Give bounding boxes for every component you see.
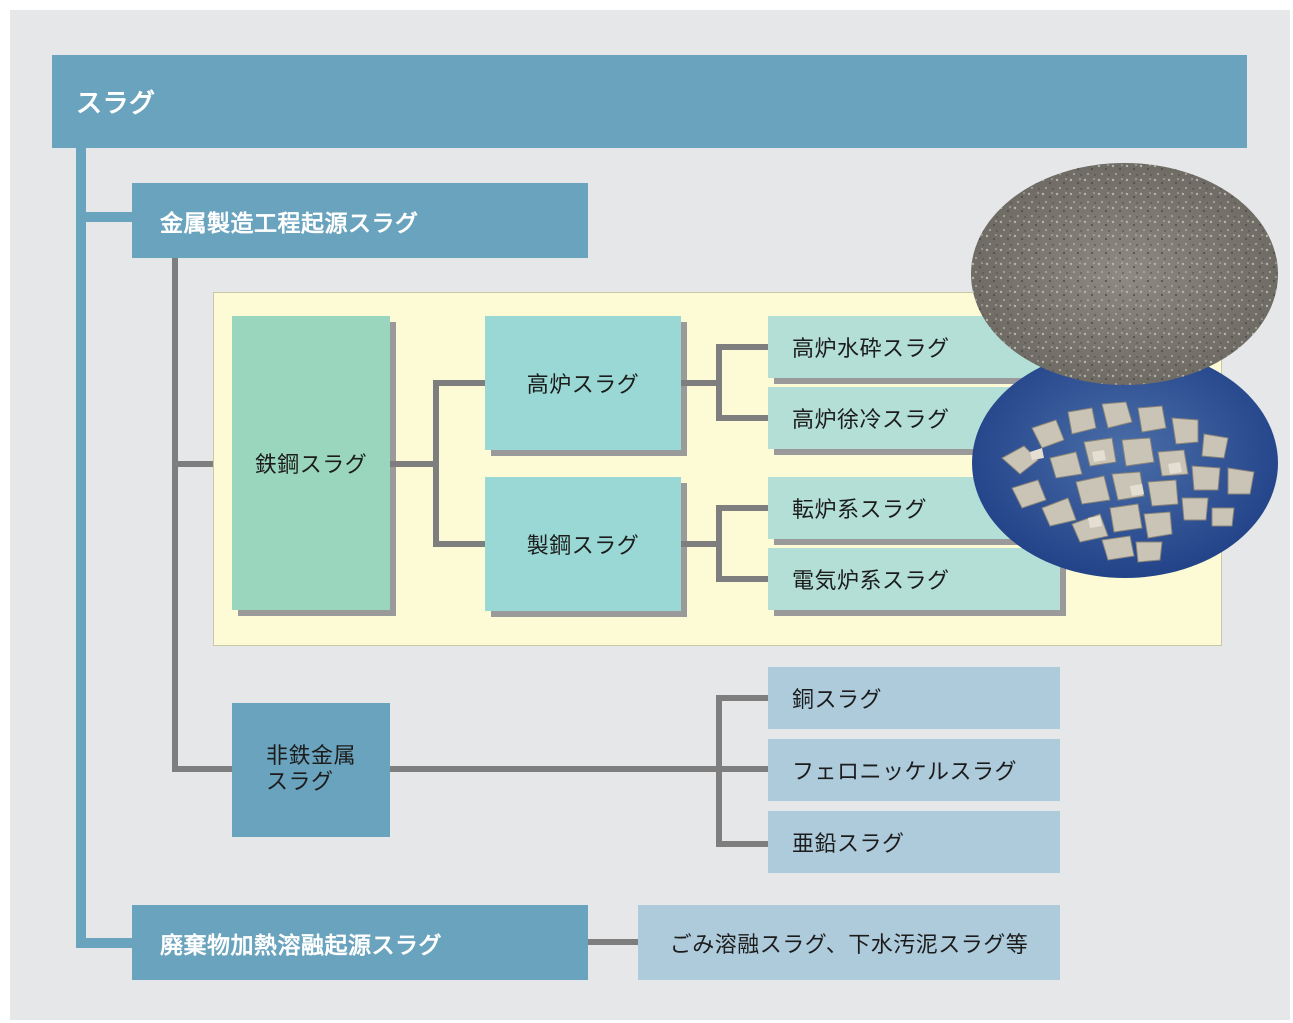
- converter-label: 転炉系スラグ: [792, 498, 928, 523]
- to-electric-furnace: [716, 576, 768, 582]
- nonferrous-out: [390, 766, 720, 772]
- trunk-branch-waste: [76, 938, 132, 948]
- steelmaking-label: 製鋼スラグ: [526, 534, 640, 559]
- root-header: スラグ: [52, 55, 1247, 148]
- to-converter: [716, 505, 768, 511]
- nonferrous-box: 非鉄金属 スラグ: [232, 703, 390, 837]
- metal-spine: [172, 258, 178, 772]
- electric-furnace-label: 電気炉系スラグ: [792, 569, 950, 594]
- sm-leaf-spine: [716, 505, 722, 582]
- bf-out: [681, 380, 719, 386]
- to-blast-furnace: [433, 380, 485, 386]
- zinc-label: 亜鉛スラグ: [792, 832, 905, 857]
- to-ferronickel: [716, 766, 768, 772]
- to-steelmaking: [433, 541, 485, 547]
- mid-spine: [433, 380, 439, 547]
- steelmaking-box: 製鋼スラグ: [485, 477, 681, 611]
- trunk-line: [76, 148, 86, 948]
- copper-box: 銅スラグ: [768, 667, 1060, 729]
- electric-furnace-box: 電気炉系スラグ: [768, 548, 1060, 610]
- zinc-box: 亜鉛スラグ: [768, 811, 1060, 873]
- bf-air-cooled-label: 高炉徐冷スラグ: [792, 408, 950, 433]
- air-cooled-slag-photo: [972, 348, 1278, 578]
- root-label: スラグ: [76, 89, 156, 119]
- ferronickel-box: フェロニッケルスラグ: [768, 739, 1060, 801]
- steel-to-mid: [390, 461, 436, 467]
- ferronickel-label: フェロニッケルスラグ: [792, 760, 1018, 785]
- waste-origin-label: 廃棄物加熱溶融起源スラグ: [160, 932, 442, 959]
- bf-granulated-label: 高炉水砕スラグ: [792, 337, 950, 362]
- metal-to-steel: [172, 461, 232, 467]
- metal-origin-header: 金属製造工程起源スラグ: [132, 183, 588, 258]
- metal-to-nonferrous: [172, 766, 232, 772]
- granulated-slag-photo: [971, 163, 1278, 385]
- bf-leaf-spine: [716, 344, 722, 421]
- waste-origin-header: 廃棄物加熱溶融起源スラグ: [132, 905, 588, 980]
- waste-examples-label: ごみ溶融スラグ、下水汚泥スラグ等: [669, 932, 1029, 958]
- nonferrous-label-line2: スラグ: [266, 770, 334, 795]
- trunk-branch-metal: [76, 212, 132, 222]
- air-cooled-slag-image: [972, 348, 1278, 578]
- to-copper: [716, 695, 768, 701]
- steel-slag-label: 鉄鋼スラグ: [254, 453, 368, 478]
- metal-origin-label: 金属製造工程起源スラグ: [160, 210, 419, 237]
- nonferrous-label-line1: 非鉄金属: [266, 744, 357, 769]
- to-zinc: [716, 841, 768, 847]
- copper-label: 銅スラグ: [792, 688, 883, 713]
- to-bf-granulated: [716, 344, 768, 350]
- diagram-canvas: スラグ 金属製造工程起源スラグ 鉄鋼スラグ 高炉スラグ 製鋼スラグ 高炉水砕スラ…: [10, 10, 1290, 1020]
- sm-out: [681, 541, 719, 547]
- blast-furnace-box: 高炉スラグ: [485, 316, 681, 450]
- blast-furnace-label: 高炉スラグ: [526, 373, 640, 398]
- steel-slag-box: 鉄鋼スラグ: [232, 316, 390, 610]
- waste-examples-box: ごみ溶融スラグ、下水汚泥スラグ等: [638, 905, 1060, 980]
- waste-connector: [588, 939, 638, 945]
- granulated-slag-image: [971, 163, 1278, 385]
- to-bf-air-cooled: [716, 415, 768, 421]
